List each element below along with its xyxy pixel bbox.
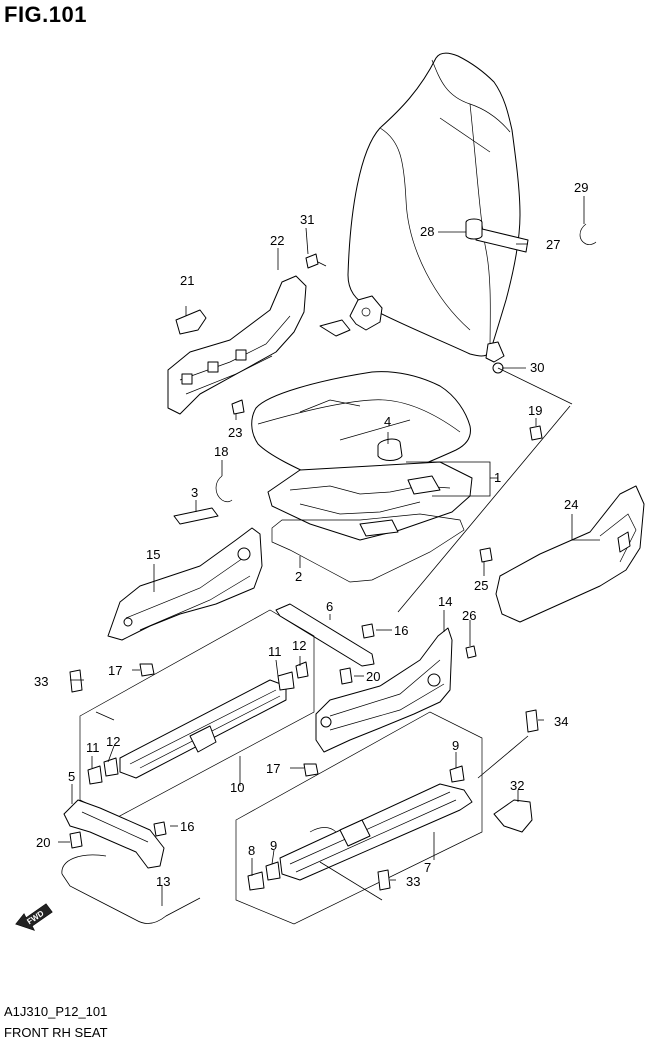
- recliner-knob: [175, 309, 207, 335]
- group-box-7: [235, 711, 483, 925]
- callout-29: 29: [574, 180, 588, 195]
- bolt-20-upper: [339, 667, 353, 685]
- callout-12b: 12: [106, 734, 120, 749]
- slide-rail-outer: [279, 783, 473, 881]
- nut-17-lower: [303, 763, 319, 777]
- clip-25: [479, 547, 493, 563]
- callout-20a: 20: [366, 669, 380, 684]
- callout-6: 6: [326, 599, 333, 614]
- cushion-pad-outline: [271, 513, 465, 583]
- drawing-code: A1J310_P12_101: [4, 1004, 108, 1019]
- callout-32: 32: [510, 778, 524, 793]
- bolt-33-lower: [377, 869, 391, 891]
- ring-18: [215, 475, 233, 503]
- callout-8: 8: [248, 843, 255, 858]
- bolt-16-lower: [153, 821, 167, 837]
- clip-23: [231, 399, 245, 415]
- slide-rail-inner: [119, 679, 287, 779]
- side-shield-outer: [495, 485, 645, 623]
- callout-26: 26: [462, 608, 476, 623]
- callout-11a: 11: [268, 644, 282, 659]
- leader-lines: [58, 196, 600, 906]
- callout-2: 2: [295, 569, 302, 584]
- clip-11-lower: [87, 765, 103, 785]
- callout-5: 5: [68, 769, 75, 784]
- callout-labels: 1 2 3 4 5 6 7 8 9 9 10 11 11 12 12 13 14…: [34, 180, 588, 889]
- callout-25: 25: [474, 578, 488, 593]
- callout-16b: 16: [180, 819, 194, 834]
- cushion-frame: [267, 461, 473, 541]
- callout-13: 13: [156, 874, 170, 889]
- callout-17b: 17: [266, 761, 280, 776]
- figure-title: FIG.101: [4, 2, 87, 27]
- seat-back: [319, 52, 529, 374]
- clip-12-upper: [295, 661, 309, 679]
- clip-9-upper: [449, 765, 465, 783]
- callout-34: 34: [554, 714, 568, 729]
- clip-11-upper: [277, 671, 295, 691]
- callout-9a: 9: [270, 838, 277, 853]
- wire-13: [61, 854, 201, 924]
- callout-1: 1: [494, 470, 501, 485]
- figure-subtitle: FRONT RH SEAT: [4, 1025, 108, 1040]
- clip-9-lower: [265, 861, 281, 881]
- callout-23: 23: [228, 425, 242, 440]
- fwd-arrow: FWD: [15, 903, 53, 931]
- callout-24: 24: [564, 497, 578, 512]
- group-box-10: [79, 609, 315, 819]
- callout-28: 28: [420, 224, 434, 239]
- clip-12-lower: [103, 757, 119, 777]
- callout-17a: 17: [108, 663, 122, 678]
- bolt-26: [465, 645, 477, 659]
- hinge-cover-inner: [167, 275, 307, 415]
- callout-3: 3: [191, 485, 198, 500]
- side-frame-outer: [315, 627, 453, 753]
- callout-10: 10: [230, 780, 244, 795]
- callout-31: 31: [300, 212, 314, 227]
- screw-31: [305, 253, 327, 269]
- cover-32: [493, 799, 533, 833]
- callout-19: 19: [528, 403, 542, 418]
- callout-30: 30: [530, 360, 544, 375]
- clip-19: [529, 425, 543, 441]
- callout-11b: 11: [86, 740, 100, 755]
- callout-33a: 33: [34, 674, 48, 689]
- clip-8: [247, 871, 265, 891]
- callout-20b: 20: [36, 835, 50, 850]
- seat-cushion: [251, 371, 471, 490]
- bolt-16-upper: [361, 623, 375, 639]
- bolt-20-lower: [69, 831, 83, 849]
- ring-29: [579, 223, 597, 245]
- bolt-33-upper: [69, 669, 83, 693]
- callout-33b: 33: [406, 874, 420, 889]
- callout-14: 14: [438, 594, 452, 609]
- callout-21: 21: [180, 273, 194, 288]
- callout-22: 22: [270, 233, 284, 248]
- callout-16a: 16: [394, 623, 408, 638]
- callout-18: 18: [214, 444, 228, 459]
- bolt-34: [525, 709, 539, 733]
- callout-27: 27: [546, 237, 560, 252]
- bracket-6: [275, 603, 375, 667]
- bracket-5: [63, 799, 165, 869]
- callout-15: 15: [146, 547, 160, 562]
- side-frame-inner: [107, 527, 263, 641]
- callout-4: 4: [384, 414, 391, 429]
- nut-17-upper: [139, 663, 155, 677]
- callout-12a: 12: [292, 638, 306, 653]
- callout-9b: 9: [452, 738, 459, 753]
- callout-7: 7: [424, 860, 431, 875]
- pad-3: [173, 507, 219, 525]
